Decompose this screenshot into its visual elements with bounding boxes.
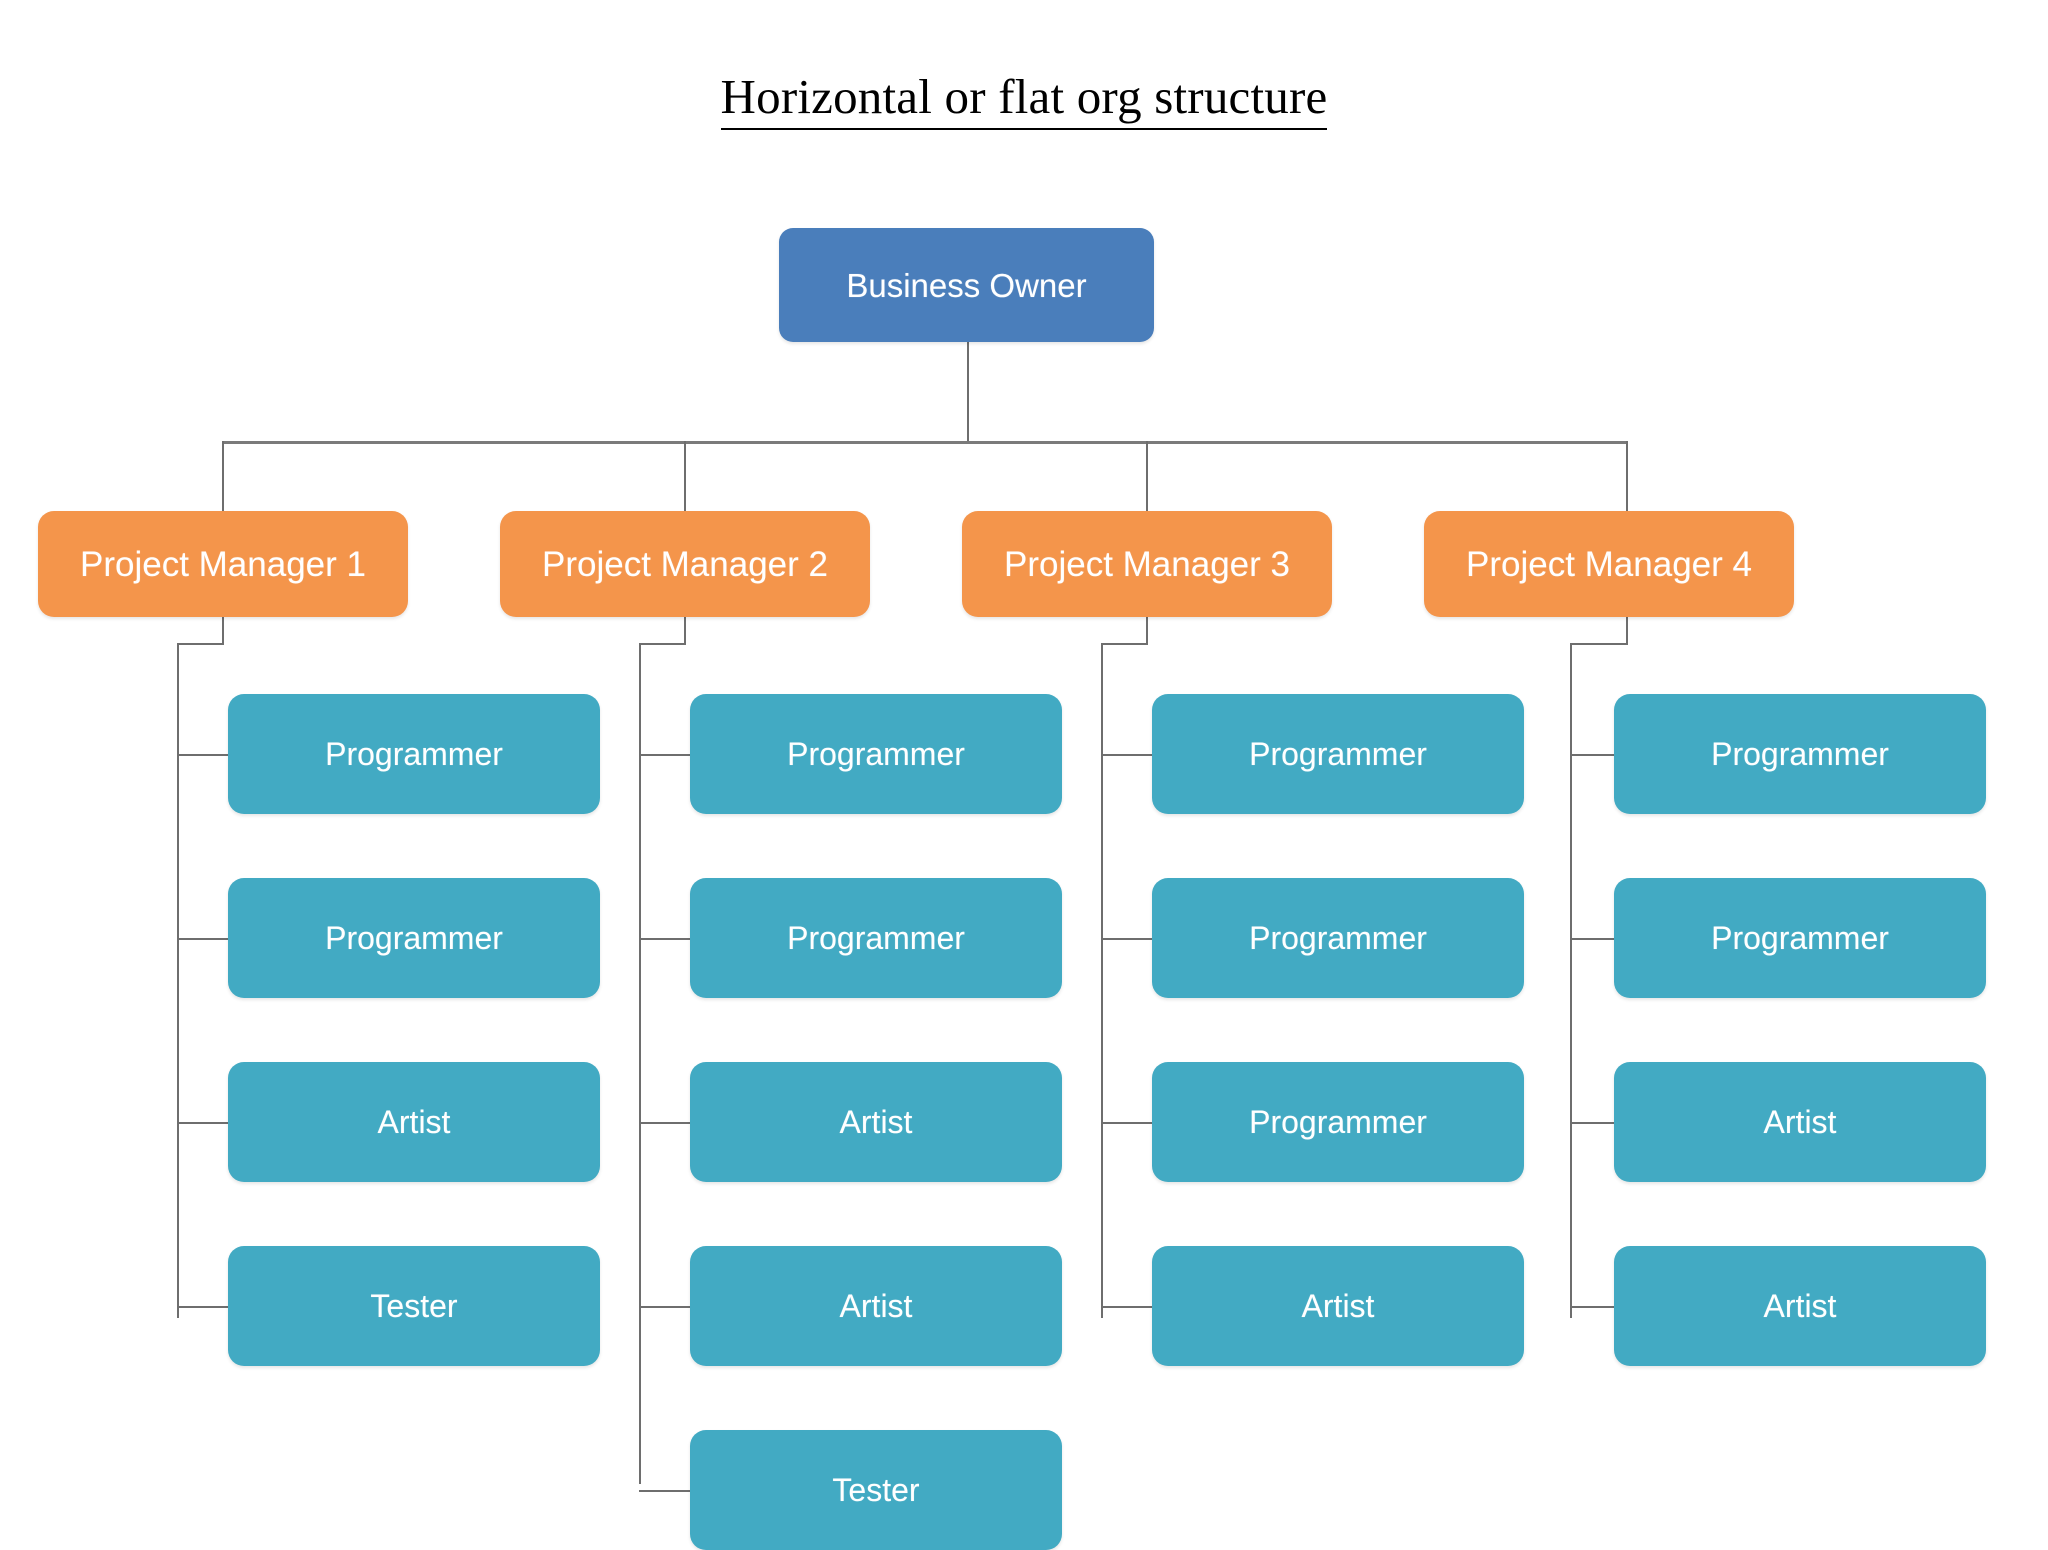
node-project-manager-2[interactable]: Project Manager 2 — [500, 511, 870, 617]
node-manager-3-report-4-label: Artist — [1301, 1288, 1375, 1324]
node-manager-2-report-2[interactable]: Programmer — [690, 878, 1062, 998]
node-manager-3-report-1[interactable]: Programmer — [1152, 694, 1524, 814]
connector-manager-1-stub-1 — [177, 754, 230, 756]
connector-manager-2-spine — [639, 643, 641, 1484]
connector-manager-3-drop — [1146, 616, 1148, 645]
connector-manager-3-stub-1 — [1101, 754, 1154, 756]
node-business-owner[interactable]: Business Owner — [779, 228, 1154, 342]
node-manager-4-report-2-label: Programmer — [1711, 920, 1889, 956]
node-manager-4-report-3-label: Artist — [1763, 1104, 1837, 1140]
node-manager-3-report-3-label: Programmer — [1249, 1104, 1427, 1140]
node-manager-3-report-2[interactable]: Programmer — [1152, 878, 1524, 998]
node-manager-4-report-2[interactable]: Programmer — [1614, 878, 1986, 998]
node-manager-3-report-2-label: Programmer — [1249, 920, 1427, 956]
connector-manager-2-stub-4 — [639, 1306, 692, 1308]
connector-manager-bus — [222, 441, 1628, 444]
node-manager-1-report-4-label: Tester — [370, 1288, 458, 1324]
connector-manager-2-stub-5 — [639, 1490, 692, 1492]
node-manager-1-report-2[interactable]: Programmer — [228, 878, 600, 998]
connector-manager-3-stub-3 — [1101, 1122, 1154, 1124]
node-manager-2-report-1-label: Programmer — [787, 736, 965, 772]
connector-manager-2-stub-1 — [639, 754, 692, 756]
node-manager-2-report-4[interactable]: Artist — [690, 1246, 1062, 1366]
node-business-owner-label: Business Owner — [846, 266, 1087, 304]
connector-bus-to-manager-1 — [222, 441, 224, 511]
node-manager-1-report-2-label: Programmer — [325, 920, 503, 956]
connector-manager-4-drop — [1626, 616, 1628, 645]
node-manager-2-report-3-label: Artist — [839, 1104, 913, 1140]
connector-manager-1-spine — [177, 643, 179, 1318]
node-manager-4-report-4-label: Artist — [1763, 1288, 1837, 1324]
connector-manager-4-stub-4 — [1570, 1306, 1618, 1308]
node-project-manager-4-label: Project Manager 4 — [1466, 544, 1752, 584]
connector-manager-2-elbow — [639, 643, 686, 645]
page-title: Horizontal or flat org structure — [0, 68, 2048, 130]
connector-manager-1-stub-2 — [177, 938, 230, 940]
connector-manager-3-spine — [1101, 643, 1103, 1318]
connector-manager-2-stub-3 — [639, 1122, 692, 1124]
connector-manager-4-stub-1 — [1570, 754, 1618, 756]
connector-manager-1-drop — [222, 616, 224, 645]
node-project-manager-4[interactable]: Project Manager 4 — [1424, 511, 1794, 617]
connector-manager-4-elbow — [1570, 643, 1628, 645]
node-manager-4-report-4[interactable]: Artist — [1614, 1246, 1986, 1366]
node-manager-1-report-1-label: Programmer — [325, 736, 503, 772]
connector-bus-to-manager-4 — [1626, 441, 1628, 511]
node-manager-2-report-3[interactable]: Artist — [690, 1062, 1062, 1182]
node-manager-3-report-4[interactable]: Artist — [1152, 1246, 1524, 1366]
connector-manager-1-stub-3 — [177, 1122, 230, 1124]
node-manager-1-report-1[interactable]: Programmer — [228, 694, 600, 814]
connector-root-drop — [967, 342, 969, 442]
connector-manager-4-spine — [1570, 643, 1572, 1318]
connector-bus-to-manager-3 — [1146, 441, 1148, 511]
connector-manager-3-stub-2 — [1101, 938, 1154, 940]
node-manager-2-report-5-label: Tester — [832, 1472, 920, 1508]
node-project-manager-1[interactable]: Project Manager 1 — [38, 511, 408, 617]
connector-manager-3-stub-4 — [1101, 1306, 1154, 1308]
connector-manager-4-stub-3 — [1570, 1122, 1618, 1124]
connector-manager-4-stub-2 — [1570, 938, 1618, 940]
node-project-manager-2-label: Project Manager 2 — [542, 544, 828, 584]
node-manager-4-report-3[interactable]: Artist — [1614, 1062, 1986, 1182]
connector-manager-1-elbow — [177, 643, 224, 645]
node-manager-4-report-1[interactable]: Programmer — [1614, 694, 1986, 814]
connector-manager-2-stub-2 — [639, 938, 692, 940]
connector-manager-1-stub-4 — [177, 1306, 230, 1308]
node-project-manager-1-label: Project Manager 1 — [80, 544, 366, 584]
node-manager-2-report-4-label: Artist — [839, 1288, 913, 1324]
node-manager-2-report-5[interactable]: Tester — [690, 1430, 1062, 1550]
node-manager-2-report-1[interactable]: Programmer — [690, 694, 1062, 814]
connector-bus-to-manager-2 — [684, 441, 686, 511]
node-manager-4-report-1-label: Programmer — [1711, 736, 1889, 772]
connector-manager-3-elbow — [1101, 643, 1148, 645]
node-project-manager-3-label: Project Manager 3 — [1004, 544, 1290, 584]
node-project-manager-3[interactable]: Project Manager 3 — [962, 511, 1332, 617]
node-manager-3-report-3[interactable]: Programmer — [1152, 1062, 1524, 1182]
node-manager-1-report-3-label: Artist — [377, 1104, 451, 1140]
page-title-text: Horizontal or flat org structure — [720, 69, 1328, 130]
node-manager-1-report-3[interactable]: Artist — [228, 1062, 600, 1182]
node-manager-2-report-2-label: Programmer — [787, 920, 965, 956]
connector-manager-2-drop — [684, 616, 686, 645]
node-manager-1-report-4[interactable]: Tester — [228, 1246, 600, 1366]
node-manager-3-report-1-label: Programmer — [1249, 736, 1427, 772]
